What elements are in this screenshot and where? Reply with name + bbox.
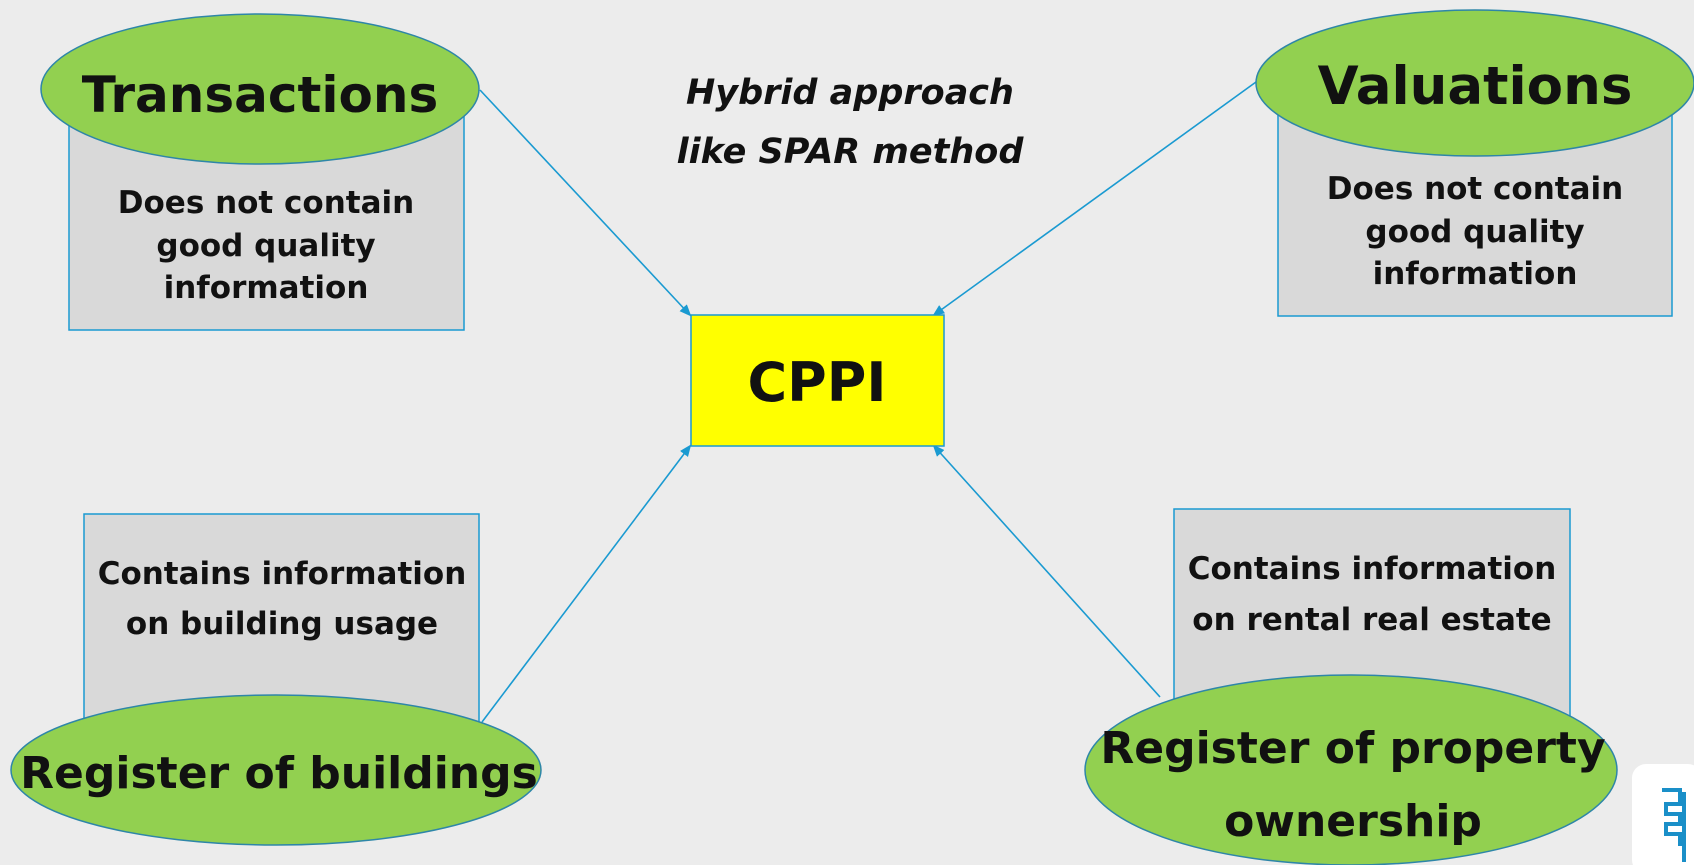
ownership-ellipse	[1084, 674, 1618, 865]
ownership-node: Contains information on rental real esta…	[1084, 508, 1618, 865]
buildings-note-line-2: on building usage	[126, 606, 438, 642]
connector-ownership-to-cppi	[932, 444, 1161, 698]
valuations-ellipse	[1255, 9, 1694, 157]
ownership-title-line-1: Register of property	[1100, 723, 1605, 774]
connector-buildings-to-cppi	[481, 444, 692, 723]
subtitle-line-2: like SPAR method	[677, 132, 1025, 172]
logo-icon	[1632, 764, 1694, 865]
valuations-node: Does not contain good quality informatio…	[1255, 9, 1694, 317]
transactions-ellipse	[40, 13, 480, 165]
valuations-note-line-3: information	[1373, 256, 1578, 292]
transactions-node: Does not contain good quality informatio…	[40, 13, 480, 331]
transactions-note-line-1: Does not contain	[118, 185, 414, 221]
valuations-note-line-2: good quality	[1365, 214, 1584, 250]
connector-transactions-to-cppi	[479, 89, 692, 317]
buildings-ellipse	[10, 694, 542, 846]
transactions-note-line-3: information	[164, 270, 369, 306]
subtitle-line-1: Hybrid approach	[686, 73, 1014, 113]
connector-valuations-to-cppi	[932, 81, 1257, 317]
valuations-title: Valuations	[1318, 56, 1633, 117]
buildings-note-line-1: Contains information	[98, 556, 467, 592]
transactions-title: Transactions	[82, 66, 439, 124]
cppi-node: CPPI	[690, 314, 945, 447]
transactions-note-line-2: good quality	[156, 228, 375, 264]
ownership-title-line-2: ownership	[1224, 796, 1482, 847]
buildings-node: Contains information on building usage R…	[10, 513, 542, 846]
cppi-box	[690, 314, 945, 447]
ownership-note-line-1: Contains information	[1188, 551, 1557, 587]
ownership-note-line-2: on rental real estate	[1192, 602, 1551, 638]
buildings-title: Register of buildings	[20, 748, 538, 799]
valuations-note-line-1: Does not contain	[1327, 171, 1623, 207]
cppi-label: CPPI	[748, 351, 887, 414]
